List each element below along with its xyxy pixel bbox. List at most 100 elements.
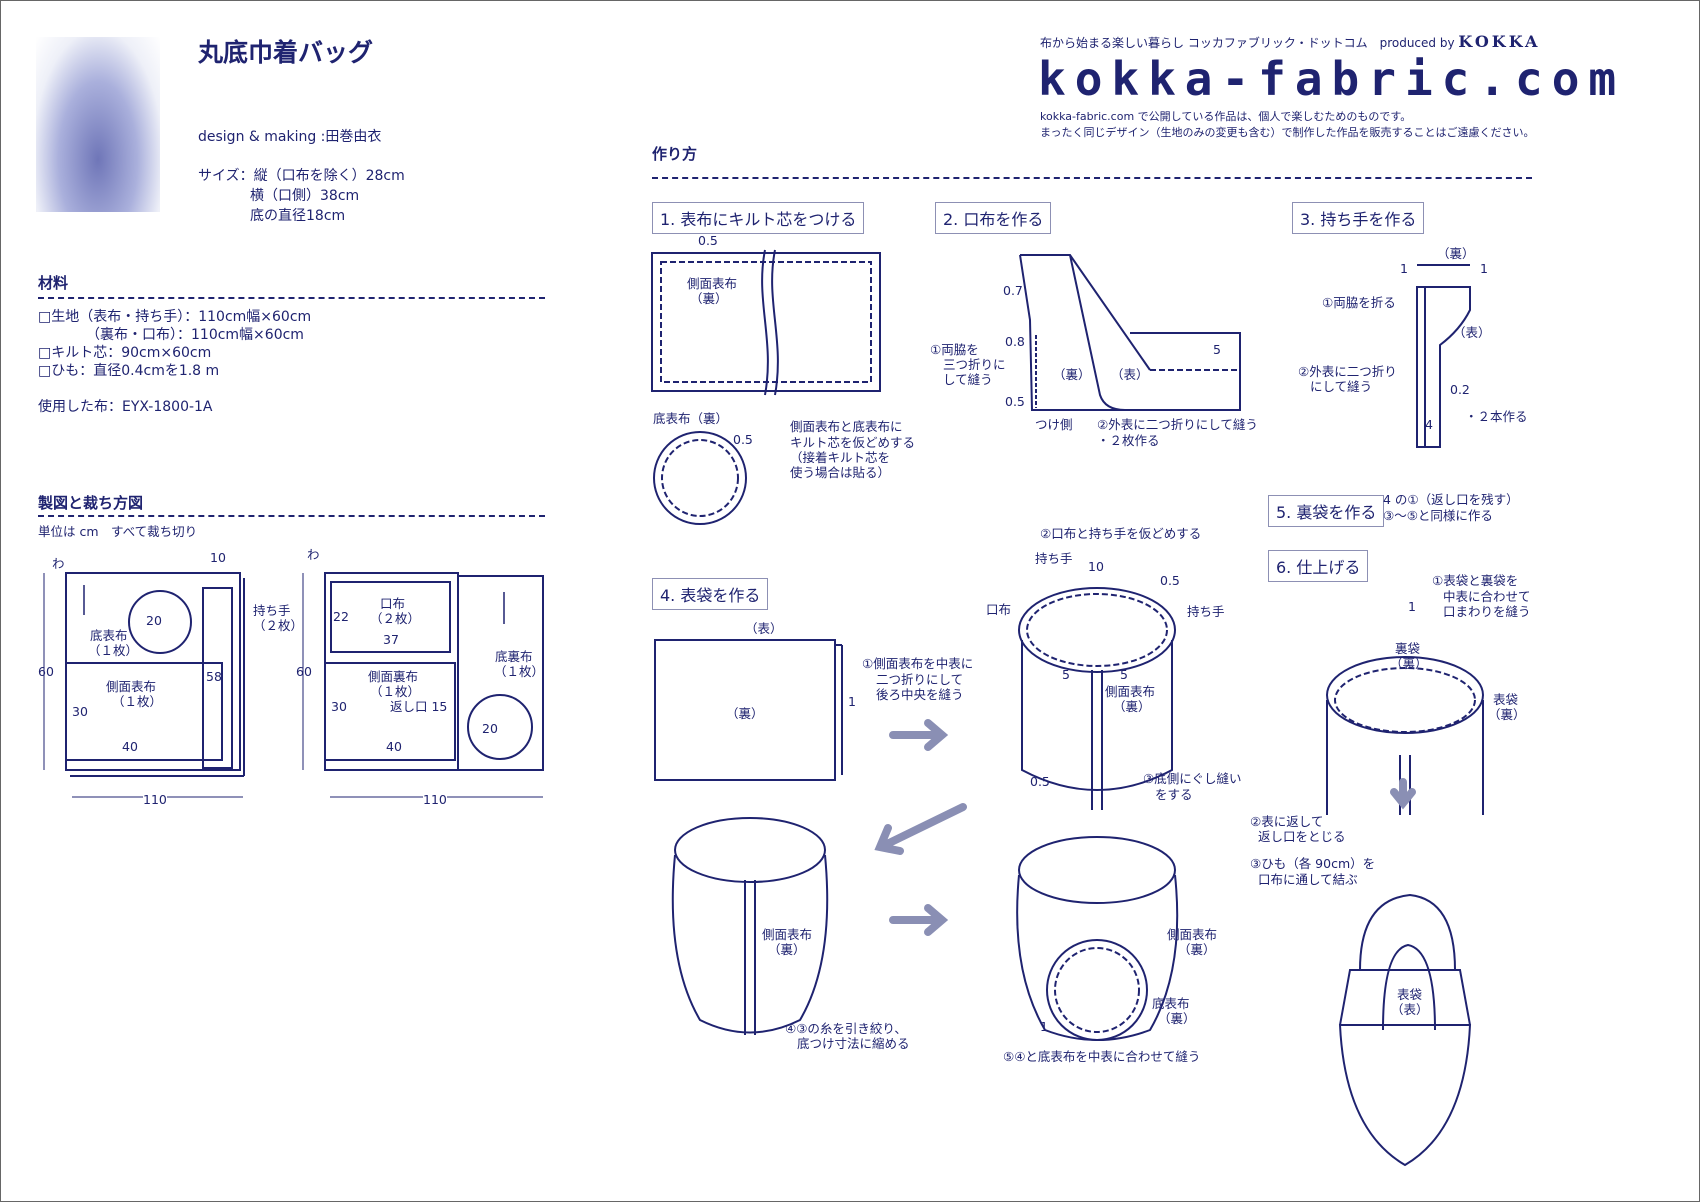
site-logo: kokka-fabric.com (1038, 52, 1626, 106)
side-panel-piece (65, 662, 223, 761)
s6-label: 口まわりを縫う (1443, 604, 1531, 619)
s6-label: 裏袋 (1395, 641, 1421, 656)
s2-label: （表） (1111, 367, 1149, 382)
step4-gathered-drawing (671, 817, 829, 1035)
step6-drawing (1326, 656, 1484, 1167)
s2-label: 0.7 (1003, 283, 1023, 298)
dimension-label: 22 (333, 609, 349, 624)
howto-heading: 作り方 (652, 145, 698, 163)
s2-label: ①両脇を (930, 342, 979, 357)
s3-label: ②外表に二つ折り (1298, 364, 1397, 379)
s4-label: 1 (1040, 1019, 1048, 1034)
s4-label: をする (1155, 787, 1193, 802)
s4-label: （裏） (1113, 699, 1151, 714)
piece-count: （２枚） (253, 618, 304, 633)
s4-label: 口布 (986, 602, 1012, 617)
piece-count: （１枚） (88, 643, 139, 658)
s4-label: 後ろ中央を縫う (876, 687, 964, 702)
s6-label: （裏） (1488, 707, 1526, 722)
s4-label: ③底側にぐし縫い (1143, 771, 1242, 786)
divider (38, 297, 545, 299)
s3-label: 0.2 (1450, 382, 1470, 397)
s4-label: 0.5 (1160, 573, 1180, 588)
dimension-label: 返し口 15 (390, 699, 448, 714)
s1-label: （接着キルト芯を (790, 450, 891, 465)
step4-flat-drawing (654, 639, 843, 781)
s1-label: 0.5 (698, 233, 718, 248)
s4-label: ④③の糸を引き絞り、 (785, 1021, 907, 1036)
size-line: 横（口側）38cm (250, 188, 360, 204)
cutting-heading: 製図と裁ち方図 (38, 494, 144, 512)
material-item: （裏布・口布）：110cm幅×60cm (86, 327, 304, 343)
piece-label: 持ち手 (253, 603, 291, 618)
s2-label: ・２枚作る (1097, 433, 1160, 448)
s4-label: ②口布と持ち手を仮どめする (1040, 526, 1202, 541)
s4-label: 二つ折りにして (876, 672, 964, 687)
s4-label: ①側面表布を中表に (862, 656, 974, 671)
materials-heading: 材料 (38, 274, 69, 292)
s3-label: 1 (1480, 261, 1488, 276)
handle-strip-piece (202, 587, 233, 769)
side-lining-piece (324, 662, 456, 761)
arrow-right-icon (889, 719, 949, 751)
step1-title: 1. 表布にキルト芯をつける (652, 202, 865, 234)
s3-label: 1 (1400, 261, 1408, 276)
notice-line: まったく同じデザイン（生地のみの変更も含む）で制作した作品を販売することはご遠慮… (1040, 126, 1535, 139)
divider (38, 515, 545, 517)
step5-title: 5. 裏袋を作る (1268, 495, 1385, 527)
designer-credit: design & making :田巻由衣 (198, 129, 382, 145)
material-item: □ひも：直径0.4cmを1.8 m (38, 363, 220, 379)
fold-label: わ (52, 556, 65, 571)
dimension-label: 20 (146, 613, 162, 628)
s1-label: 0.5 (733, 432, 753, 447)
dimension-label: 110 (423, 792, 447, 807)
dimension-label: 20 (482, 721, 498, 736)
step2-drawing (1019, 254, 1241, 411)
s4-label: 0.5 (1030, 774, 1050, 789)
piece-label: 底表布 (90, 628, 128, 643)
s2-label: （裏） (1053, 367, 1091, 382)
s6-label: 1 (1408, 599, 1416, 614)
s2-label: 0.5 (1005, 394, 1025, 409)
piece-label: 口布 (380, 596, 406, 611)
piece-count: （１枚） (494, 664, 545, 679)
s6-label: （裏） (1390, 656, 1428, 671)
piece-count: （２枚） (370, 611, 421, 626)
divider (652, 177, 1532, 179)
step6-title: 6. 仕上げる (1268, 550, 1369, 582)
s1-label: キルト芯を仮どめする (790, 435, 916, 450)
s4-label: 側面表布 (1167, 927, 1218, 942)
s3-label: にして縫う (1310, 379, 1373, 394)
s4-label: （裏） (1178, 942, 1216, 957)
fabric-extension (457, 575, 544, 771)
arrow-down-icon (1390, 778, 1416, 810)
s4-label: （裏） (1158, 1011, 1196, 1026)
step5-note: ③〜⑤と同様に作る (1383, 508, 1493, 523)
s6-label: ①表袋と裏袋を (1432, 573, 1519, 588)
step1-drawing (651, 249, 881, 525)
s6-label: ②表に返して (1250, 814, 1324, 829)
s4-label: 底つけ寸法に縮める (797, 1036, 910, 1051)
s1-label: 使う場合は貼る） (790, 465, 891, 480)
handles (1359, 893, 1456, 1031)
s4-label: 5 (1120, 667, 1128, 682)
step3-title: 3. 持ち手を作る (1292, 202, 1425, 234)
material-item: □生地（表布・持ち手）：110cm幅×60cm (38, 309, 312, 325)
bottom-circle-piece (128, 590, 192, 654)
brand-tagline: 布から始まる楽しい暮らし コッカファブリック・ドットコム produced by… (1040, 34, 1540, 51)
dimension-label: 60 (296, 664, 312, 679)
s3-label: ①両脇を折る (1322, 295, 1396, 310)
dimension-label: 58 (206, 669, 222, 684)
size-line: 底の直径18cm (250, 208, 346, 224)
bottom-lining-circle (467, 694, 533, 760)
s2-label: ②外表に二つ折りにして縫う (1097, 417, 1258, 432)
step4-cylinder-drawing (1018, 587, 1176, 810)
step5-note: 4 の①（返し口を残す） (1383, 492, 1519, 507)
piece-count: （１枚） (112, 694, 163, 709)
dimension-label: 30 (72, 704, 88, 719)
s1-label: （裏） (690, 291, 728, 306)
s6-label: 表袋 (1397, 987, 1423, 1002)
dimension-label: 40 (122, 739, 138, 754)
size-line: サイズ：縦（口布を除く）28cm (198, 168, 405, 184)
tagline-text: 布から始まる楽しい暮らし コッカファブリック・ドットコム produced by (1040, 36, 1455, 50)
